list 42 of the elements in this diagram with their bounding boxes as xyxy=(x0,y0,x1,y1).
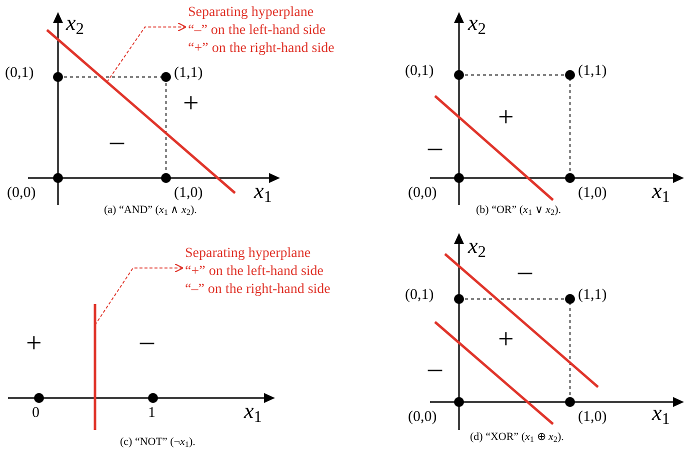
point-label: (0,1) xyxy=(405,64,434,79)
axis-label: x$_{1}$ xyxy=(254,180,272,202)
point-label: (0,0) xyxy=(408,186,437,201)
point-label: (1,1) xyxy=(174,66,203,81)
caption: (c) “NOT” (¬x$_{1}$). xyxy=(120,437,196,448)
callout-text: Separating hyperplane xyxy=(185,245,312,263)
callout-text: “–” on the left-hand side xyxy=(188,22,327,40)
point-label: (1,1) xyxy=(578,288,607,303)
point-label: (0,1) xyxy=(405,288,434,303)
leader-line xyxy=(106,22,187,82)
callout-text: “–” on the right-hand side xyxy=(185,281,330,299)
point-label: (1,1) xyxy=(578,64,607,79)
class-sign: – xyxy=(110,128,124,156)
leader-line xyxy=(94,263,184,326)
class-sign: + xyxy=(26,330,42,358)
axis-label: x$_{1}$ xyxy=(244,400,262,422)
point-label: 0 xyxy=(32,406,40,421)
caption: (d) “XOR” (x$_{1}$ ⊕ x$_{2}$). xyxy=(470,432,564,443)
class-sign: – xyxy=(518,258,532,286)
point-label: (0,0) xyxy=(408,410,437,425)
callout-text: “+” on the left-hand side xyxy=(185,263,325,281)
class-sign: – xyxy=(428,355,442,383)
axis-label: x$_{2}$ xyxy=(468,12,486,34)
class-sign: + xyxy=(183,90,199,118)
class-sign: + xyxy=(498,104,514,132)
callout-text: Separating hyperplane xyxy=(188,4,315,22)
callout-text: “+” on the right-hand side xyxy=(188,40,334,58)
axis-label: x$_{1}$ xyxy=(652,180,670,202)
caption: (b) “OR” (x$_{1}$ ∨ x$_{2}$). xyxy=(476,205,561,216)
class-sign: + xyxy=(498,326,514,354)
axis-label: x$_{1}$ xyxy=(652,402,670,424)
point-label: (1,0) xyxy=(174,186,203,201)
point-label: 1 xyxy=(148,406,156,421)
axis-label: x$_{2}$ xyxy=(66,12,84,34)
caption: (a) “AND” (x$_{1}$ ∧ x$_{2}$). xyxy=(104,205,197,216)
class-sign: – xyxy=(428,134,442,162)
axis-label: x$_{2}$ xyxy=(468,235,486,257)
point-label: (1,0) xyxy=(578,186,607,201)
class-sign: – xyxy=(140,328,154,356)
point-label: (0,0) xyxy=(7,186,36,201)
point-label: (1,0) xyxy=(578,410,607,425)
separating-line xyxy=(94,304,96,430)
